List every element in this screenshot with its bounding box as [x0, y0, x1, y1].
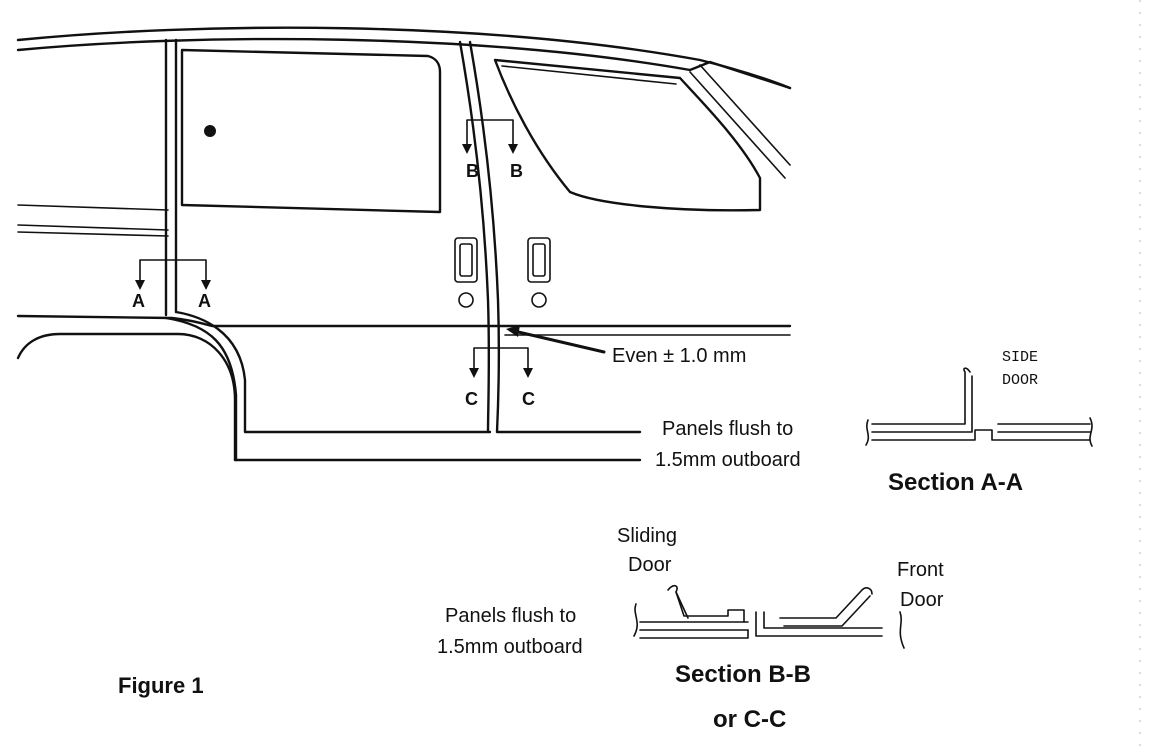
- section-aa-detail: SIDE DOOR Section A-A: [865, 349, 1093, 496]
- front-door: [468, 40, 762, 434]
- front-door-lock: [531, 292, 547, 308]
- flush-label-line2: 1.5mm outboard: [655, 449, 801, 471]
- sliding-door-label-line2: Door: [628, 554, 672, 576]
- even-tolerance-callout: Even ± 1.0 mm: [506, 325, 746, 367]
- figure-label: Figure 1: [118, 673, 204, 698]
- bb-flush-label-line2: 1.5mm outboard: [437, 636, 583, 658]
- section-bb-detail: Sliding Door Front Door Panels flush to …: [437, 525, 944, 733]
- section-marker-c: C C: [465, 347, 535, 409]
- sliding-door: [164, 38, 492, 462]
- section-bb-title-line2: or C-C: [713, 706, 786, 733]
- marker-c-left: C: [465, 389, 478, 409]
- reference-dot: [204, 125, 216, 137]
- marker-b-left: B: [466, 161, 479, 181]
- marker-c-right: C: [522, 389, 535, 409]
- van-body-outline: [16, 26, 792, 462]
- flush-callout: Panels flush to 1.5mm outboard: [655, 418, 801, 471]
- even-tolerance-label: Even ± 1.0 mm: [612, 345, 746, 367]
- flush-label-line1: Panels flush to: [662, 418, 793, 440]
- side-door-label-line2: DOOR: [1002, 372, 1038, 389]
- bb-flush-label-line1: Panels flush to: [445, 605, 576, 627]
- section-bb-title-line1: Section B-B: [675, 661, 811, 688]
- side-door-label-line1: SIDE: [1002, 349, 1038, 366]
- front-door-label-line2: Door: [900, 589, 944, 611]
- section-marker-a: A A: [132, 259, 211, 311]
- marker-a-left: A: [132, 291, 145, 311]
- section-marker-b: B B: [462, 119, 523, 181]
- sliding-door-label-line1: Sliding: [617, 525, 677, 547]
- marker-a-right: A: [198, 291, 211, 311]
- front-door-label-line1: Front: [897, 559, 944, 581]
- sliding-door-lock: [458, 292, 474, 308]
- marker-b-right: B: [510, 161, 523, 181]
- sliding-door-handle: [454, 237, 478, 283]
- section-aa-title: Section A-A: [888, 469, 1023, 496]
- front-door-handle: [527, 237, 551, 283]
